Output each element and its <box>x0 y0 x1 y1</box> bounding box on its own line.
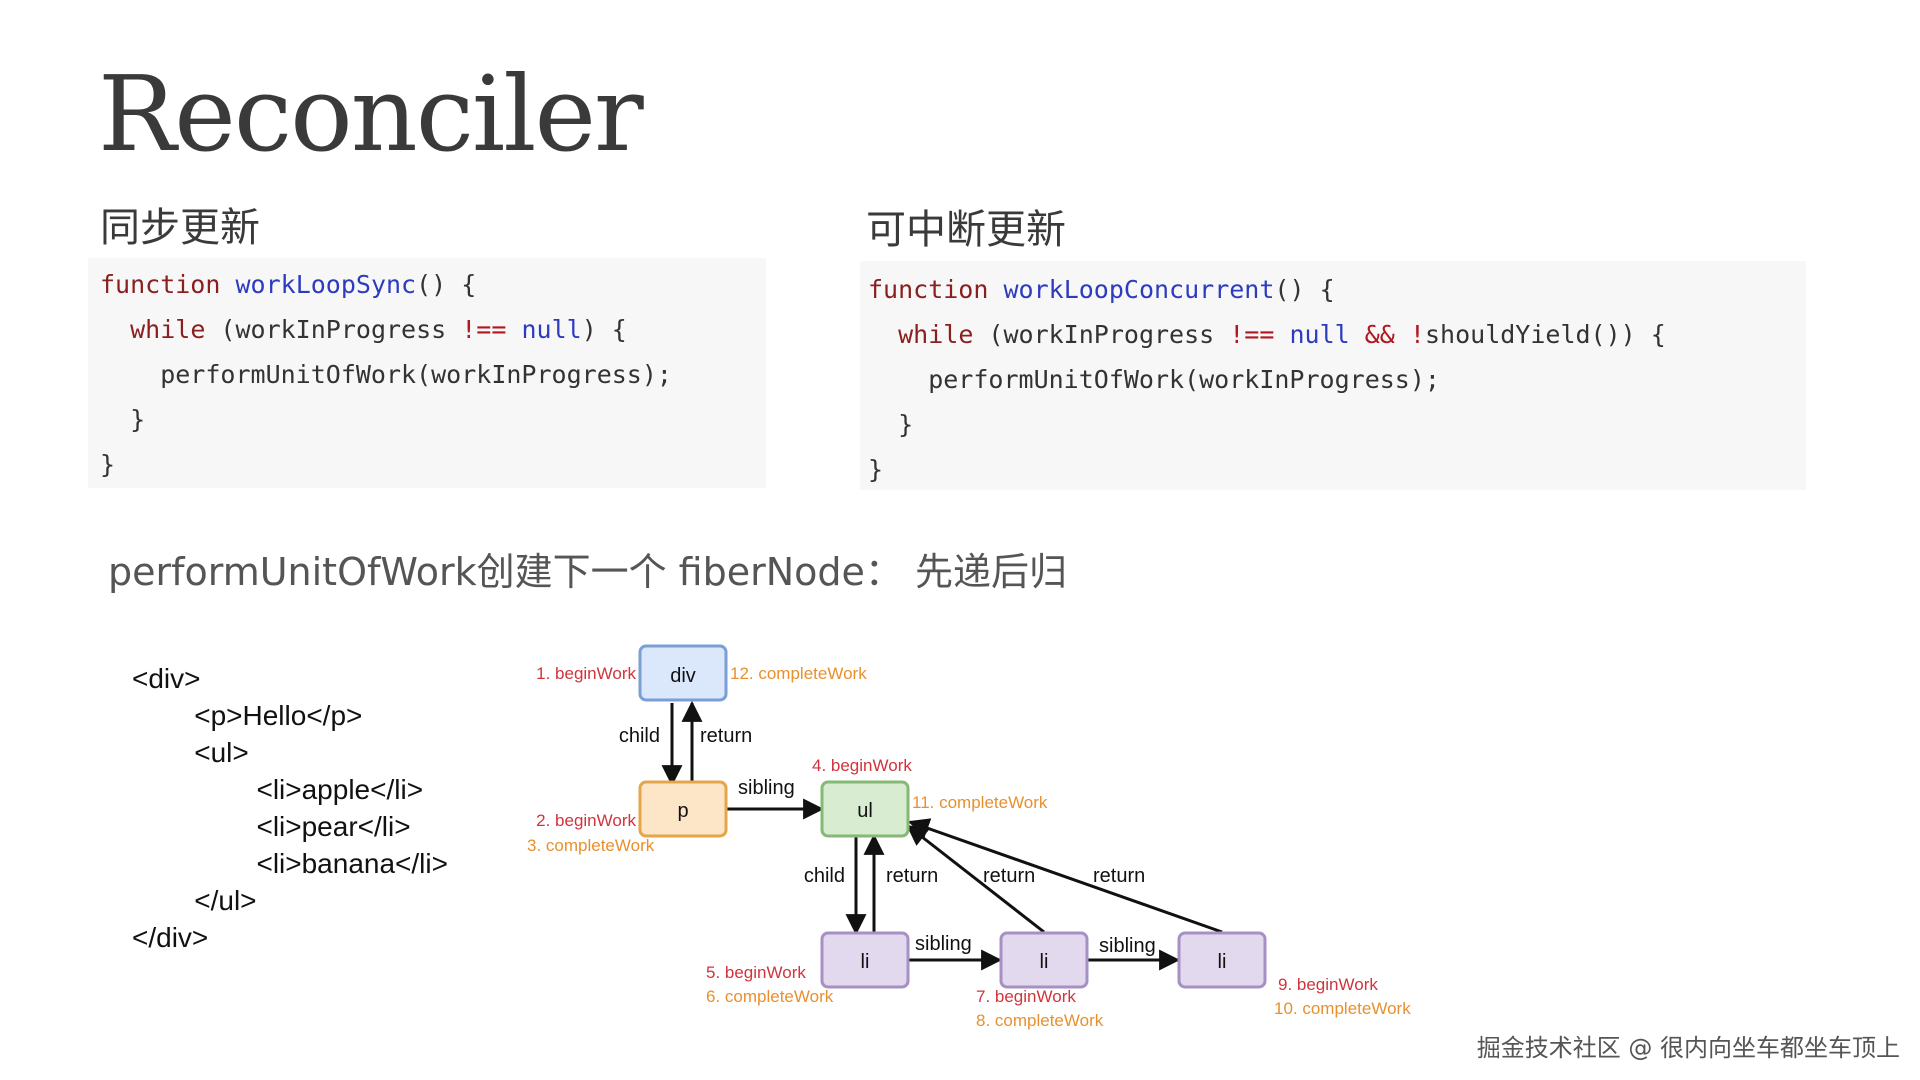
sync-code-token: null <box>521 315 582 344</box>
step-li1-begin: 5. beginWork <box>706 963 806 982</box>
concurrent-code-line: function workLoopConcurrent() { <box>868 267 1806 312</box>
step-li1-complete: 6. completeWork <box>706 987 834 1006</box>
edge-li3-ul-return <box>908 818 1223 934</box>
concurrent-code-token: ! <box>1409 320 1425 349</box>
fiber-subtitle: performUnitOfWork创建下一个 fiberNode： 先递后归 <box>108 550 1067 594</box>
html-tree-line: <p>Hello</p> <box>132 700 363 731</box>
html-tree-line: </div> <box>132 922 209 953</box>
node-li-banana: li <box>1177 931 1267 989</box>
label-li1-li2-sibling: sibling <box>915 933 972 955</box>
sync-update-heading: 同步更新 <box>100 205 260 251</box>
step-p-begin: 2. beginWork <box>536 811 636 830</box>
node-li-apple: li <box>820 931 910 989</box>
node-p: p <box>638 780 728 838</box>
label-ul-li1-child: child <box>804 865 845 887</box>
concurrent-code-token: && <box>1364 320 1395 349</box>
step-li2-complete: 8. completeWork <box>976 1011 1104 1030</box>
step-div-begin: 1. beginWork <box>536 664 636 683</box>
label-li2-ul-return: return <box>983 865 1035 887</box>
node-li3-label: li <box>1218 951 1227 973</box>
html-tree-line: <li>apple</li> <box>132 774 424 805</box>
sync-code-line: } <box>100 397 766 442</box>
html-tree-line: <ul> <box>132 737 249 768</box>
concurrent-code-token: function <box>868 275 989 304</box>
sync-code-line: performUnitOfWork(workInProgress); <box>100 352 766 397</box>
concurrent-code-token: !== <box>1229 320 1275 349</box>
sync-code-token: workLoopSync <box>235 270 417 299</box>
sync-code-token: () { <box>416 270 477 299</box>
sync-code-block: function workLoopSync() { while (workInP… <box>88 258 766 488</box>
concurrent-code-token: performUnitOfWork(workInProgress); <box>868 365 1440 394</box>
sync-code-line: function workLoopSync() { <box>100 262 766 307</box>
label-li1-ul-return: return <box>886 865 938 887</box>
label-div-p-child: child <box>619 725 660 747</box>
concurrent-code-token: null <box>1289 320 1350 349</box>
step-li3-complete: 10. completeWork <box>1274 999 1411 1018</box>
sync-code-token: while <box>130 315 206 344</box>
concurrent-code-token: } <box>868 410 914 439</box>
sync-code-line: while (workInProgress !== null) { <box>100 307 766 352</box>
edge-li2-ul-return <box>906 824 1045 934</box>
label-li3-ul-return: return <box>1093 865 1145 887</box>
concurrent-code-token: } <box>868 455 884 484</box>
node-li2-label: li <box>1040 951 1049 973</box>
node-ul-label: ul <box>857 800 873 822</box>
label-p-div-return: return <box>700 725 752 747</box>
concurrent-code-token: workLoopConcurrent <box>1003 275 1275 304</box>
concurrent-code-block: function workLoopConcurrent() { while (w… <box>860 261 1806 490</box>
sync-code-token: performUnitOfWork(workInProgress); <box>100 360 672 389</box>
html-tree-line: <li>pear</li> <box>132 811 411 842</box>
concurrent-code-line: while (workInProgress !== null && !shoul… <box>868 312 1806 357</box>
label-p-ul-sibling: sibling <box>738 777 795 799</box>
node-li1-label: li <box>861 951 870 973</box>
concurrent-update-heading: 可中断更新 <box>866 207 1066 253</box>
html-tree-line: </ul> <box>132 885 257 916</box>
concurrent-code-token: shouldYield()) { <box>1424 320 1666 349</box>
step-div-complete: 12. completeWork <box>730 664 867 683</box>
concurrent-code-token: while <box>898 320 974 349</box>
sync-code-token: !== <box>461 315 507 344</box>
html-tree-line: <li>banana</li> <box>132 848 448 879</box>
node-div: div <box>638 644 728 702</box>
sync-code-token: ) { <box>581 315 627 344</box>
step-ul-begin: 4. beginWork <box>812 756 912 775</box>
sync-code-token: } <box>100 405 146 434</box>
step-li2-begin: 7. beginWork <box>976 987 1076 1006</box>
concurrent-code-line: } <box>868 402 1806 447</box>
concurrent-code-line: performUnitOfWork(workInProgress); <box>868 357 1806 402</box>
step-ul-complete: 11. completeWork <box>912 793 1048 812</box>
sync-code-token: (workInProgress <box>205 315 462 344</box>
sync-code-token: function <box>100 270 221 299</box>
page-title: Reconciler <box>98 53 644 175</box>
watermark: 掘金技术社区 @ 很内向坐车都坐车顶上 <box>1476 1034 1900 1062</box>
step-li3-begin: 9. beginWork <box>1278 975 1378 994</box>
sync-code-token: } <box>100 450 116 479</box>
concurrent-code-token: () { <box>1274 275 1335 304</box>
html-source-tree: <div> <p>Hello</p> <ul> <li>apple</li> <… <box>132 660 448 956</box>
step-p-complete: 3. completeWork <box>527 836 655 855</box>
node-ul: ul <box>820 780 910 838</box>
sync-code-line: } <box>100 442 766 487</box>
node-li-pear: li <box>999 931 1089 989</box>
concurrent-code-line: } <box>868 447 1806 492</box>
node-p-label: p <box>677 800 688 822</box>
label-li2-li3-sibling: sibling <box>1099 935 1156 957</box>
node-div-label: div <box>670 665 696 687</box>
concurrent-code-token: (workInProgress <box>973 320 1230 349</box>
html-tree-line: <div> <box>132 663 201 694</box>
diagram-edges <box>661 700 1223 971</box>
